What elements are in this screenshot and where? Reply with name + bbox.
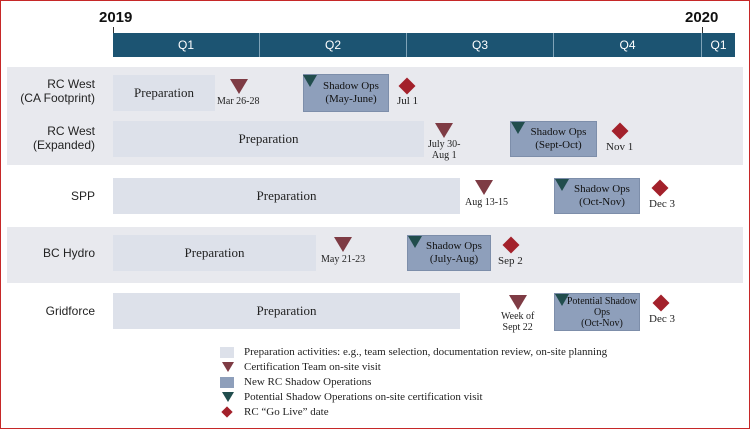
- shadow-ops-box: Shadow Ops(July-Aug): [407, 235, 491, 271]
- row-label-line2: (CA Footprint): [20, 91, 95, 105]
- cert-visit-line1: Week of: [501, 311, 535, 322]
- legend-text: Preparation activities: e.g., team selec…: [244, 346, 608, 358]
- quarter-q2-2019: Q2: [260, 33, 407, 57]
- quarter-timebar: Q1 Q2 Q3 Q4 Q1: [113, 33, 735, 57]
- shadow-ops-line1: Potential Shadow: [566, 295, 638, 307]
- legend-triangle-dark-icon: [222, 392, 234, 402]
- go-live-marker: [652, 294, 670, 312]
- legend-text: Certification Team on-site visit: [244, 361, 381, 373]
- cert-visit-marker: [230, 79, 248, 94]
- shadow-cert-marker: [408, 236, 422, 248]
- quarter-q1-2020: Q1: [710, 38, 727, 52]
- year-end-tick: [702, 27, 703, 35]
- cert-visit-label: Aug 13-15: [465, 197, 509, 208]
- quarter-q4-2019: Q4: [554, 33, 702, 57]
- row-label-line1: RC West: [47, 77, 95, 91]
- legend-text: New RC Shadow Operations: [244, 376, 372, 388]
- cert-visit-label: July 30- Aug 1: [428, 139, 461, 161]
- shadow-ops-line3: (Oct-Nov): [581, 317, 623, 329]
- cert-visit-marker: [435, 123, 453, 138]
- cert-visit-label: May 21-23: [321, 254, 366, 265]
- go-live-label: Jul 1: [397, 95, 419, 107]
- go-live-marker: [651, 179, 669, 197]
- shadow-ops-line2: (May-June): [325, 93, 377, 105]
- shadow-cert-marker: [303, 75, 317, 87]
- go-live-label: Dec 3: [649, 313, 675, 325]
- cert-visit-marker: [509, 295, 527, 310]
- go-live-label: Nov 1: [606, 141, 634, 153]
- year-end-label: 2020: [685, 9, 719, 26]
- legend-diamond-icon: [221, 406, 233, 418]
- shadow-ops-line1: Shadow Ops: [323, 80, 379, 92]
- go-live-label: Sep 2: [498, 255, 523, 267]
- row-label-line1: RC West: [47, 124, 95, 138]
- legend-item-shadow-cert-visit: Potential Shadow Operations on-site cert…: [220, 390, 720, 404]
- legend-item-preparation: Preparation activities: e.g., team selec…: [220, 345, 720, 359]
- legend-item-shadow-ops: New RC Shadow Operations: [220, 375, 720, 389]
- shadow-ops-line2: (Oct-Nov): [579, 196, 625, 208]
- preparation-bar: Preparation: [113, 178, 460, 214]
- cert-visit-line1: July 30-: [428, 139, 461, 150]
- row-label-bc-hydro: BC Hydro: [42, 246, 95, 260]
- shadow-ops-line1: Shadow Ops: [574, 183, 630, 195]
- year-start-tick: [113, 27, 114, 35]
- preparation-bar: Preparation: [113, 75, 215, 111]
- go-live-label: Dec 3: [649, 198, 675, 210]
- shadow-ops-line2: (Sept-Oct): [535, 139, 582, 151]
- row-label-gridforce: Gridforce: [45, 304, 95, 318]
- legend-item-go-live: RC “Go Live” date: [220, 405, 720, 419]
- year-start-label: 2019: [99, 9, 133, 26]
- shadow-ops-box: Shadow Ops(Sept-Oct): [510, 121, 597, 157]
- cert-visit-marker: [334, 237, 352, 252]
- cert-visit-line2: Aug 1: [431, 150, 457, 161]
- legend-item-cert-visit: Certification Team on-site visit: [220, 360, 720, 374]
- legend-text: RC “Go Live” date: [244, 406, 329, 418]
- shadow-ops-line1: Shadow Ops: [530, 126, 587, 138]
- quarter-q3-2019: Q3: [407, 33, 554, 57]
- legend-triangle-red-icon: [222, 362, 234, 372]
- shadow-ops-line2: (July-Aug): [429, 253, 479, 265]
- shadow-cert-marker: [555, 179, 569, 191]
- shadow-cert-marker: [511, 122, 525, 134]
- cert-visit-marker: [475, 180, 493, 195]
- quarter-q1-2019: Q1: [113, 33, 260, 57]
- shadow-ops-line2: Ops: [593, 306, 611, 318]
- cert-visit-label: Mar 26-28: [217, 96, 260, 107]
- row-label-rc-west-expanded: RC West (Expanded): [7, 124, 95, 152]
- cert-visit-line2: Sept 22: [502, 322, 533, 333]
- shadow-ops-box: Shadow Ops(May-June): [303, 74, 389, 112]
- preparation-bar: Preparation: [113, 235, 316, 271]
- row-label-rc-west-ca: RC West (CA Footprint): [7, 77, 95, 105]
- preparation-bar: Preparation: [113, 121, 424, 157]
- legend-swatch-shadow-ops: [220, 377, 234, 388]
- preparation-bar: Preparation: [113, 293, 460, 329]
- legend-text: Potential Shadow Operations on-site cert…: [244, 391, 483, 403]
- row-label-spp: SPP: [70, 189, 95, 203]
- shadow-cert-marker: [555, 294, 569, 306]
- shadow-ops-line1: Shadow Ops: [426, 240, 482, 252]
- cert-visit-label: Week of Sept 22: [501, 311, 534, 333]
- legend-swatch-preparation: [220, 347, 234, 358]
- shadow-ops-box: Shadow Ops(Oct-Nov): [554, 178, 640, 214]
- row-label-line2: (Expanded): [32, 138, 95, 152]
